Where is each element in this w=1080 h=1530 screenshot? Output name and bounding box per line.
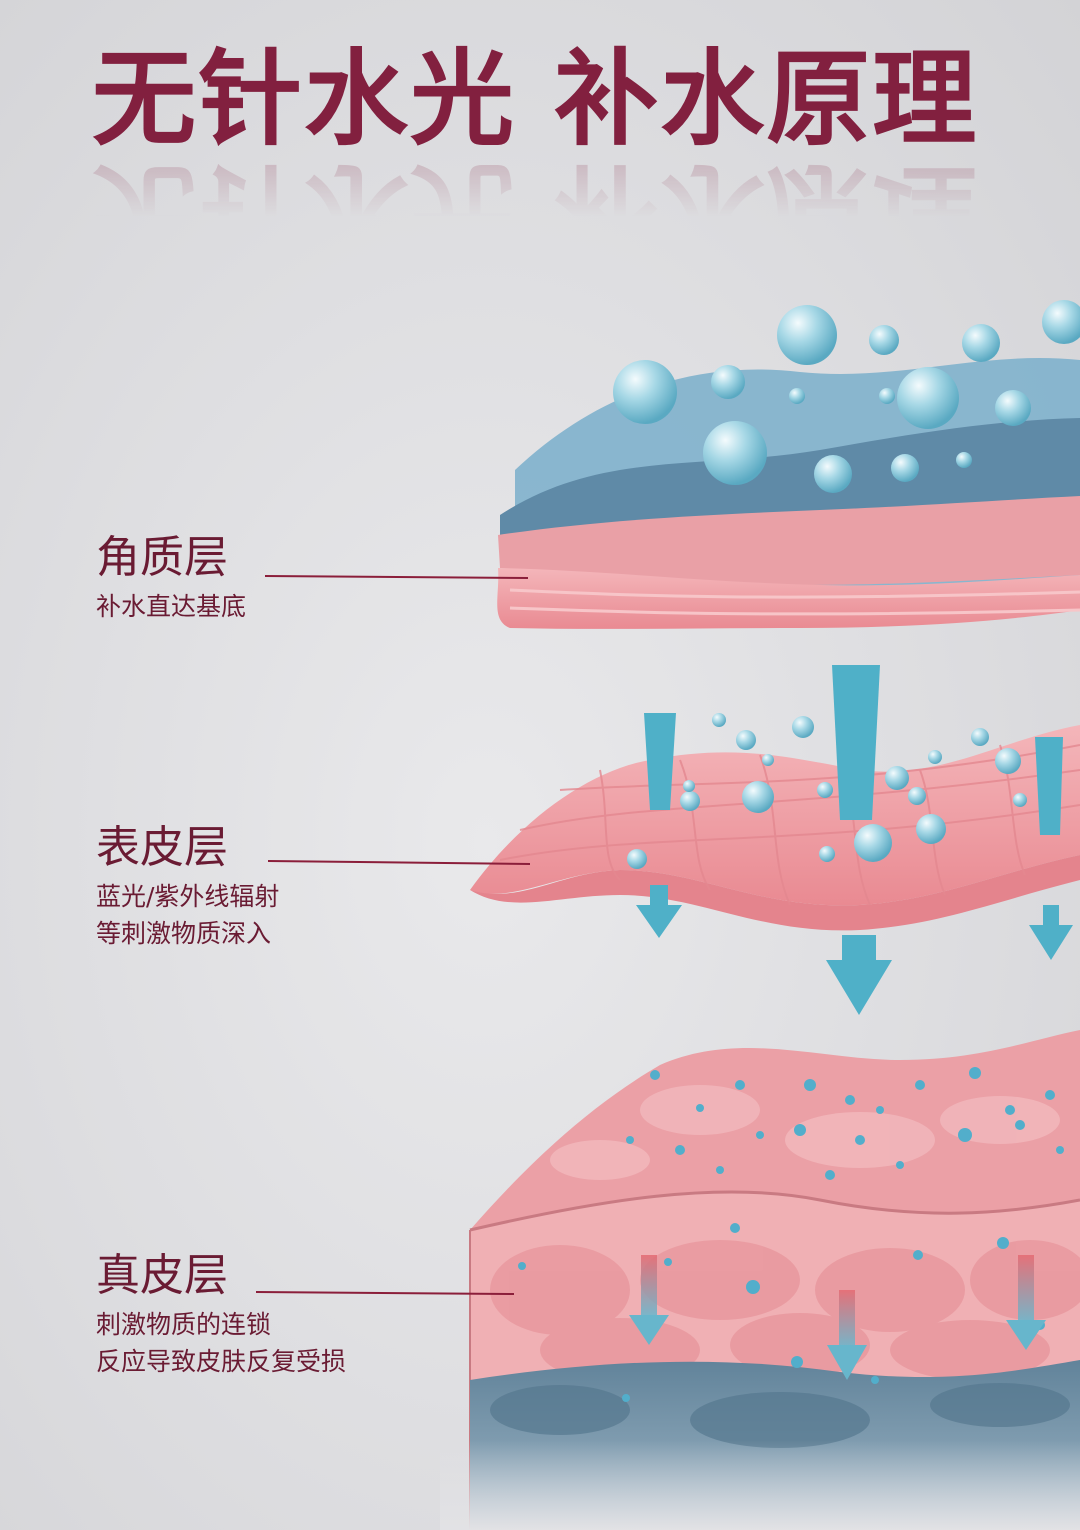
layer-desc-line: 刺激物质的连锁	[96, 1306, 346, 1343]
label-stratum-corneum: 角质层 补水直达基底	[96, 532, 246, 625]
label-epidermis: 表皮层 蓝光/紫外线辐射 等刺激物质深入	[96, 822, 279, 952]
layer-desc-line: 反应导致皮肤反复受损	[96, 1343, 346, 1380]
pointer-line-corneum	[265, 576, 528, 578]
stratum-corneum-graphic	[497, 358, 1080, 629]
page-title: 无针水光 补水原理 无针水光 补水原理	[92, 40, 992, 158]
title-text: 无针水光 补水原理	[92, 37, 978, 160]
layer-desc: 刺激物质的连锁 反应导致皮肤反复受损	[96, 1306, 346, 1380]
pointer-line-epidermis	[268, 861, 530, 864]
label-dermis: 真皮层 刺激物质的连锁 反应导致皮肤反复受损	[96, 1250, 346, 1380]
layer-name: 表皮层	[96, 822, 279, 874]
layer-desc-line: 等刺激物质深入	[96, 915, 279, 952]
layer-desc: 蓝光/紫外线辐射 等刺激物质深入	[96, 878, 279, 952]
layer-name: 真皮层	[96, 1250, 346, 1302]
epidermis-graphic	[470, 725, 1080, 930]
layer-desc: 补水直达基底	[96, 588, 246, 625]
layer-name: 角质层	[96, 532, 246, 584]
title-reflection: 无针水光 补水原理	[92, 152, 978, 270]
layer-desc-line: 蓝光/紫外线辐射	[96, 878, 279, 915]
dermis-graphic	[440, 1030, 1080, 1530]
pointer-lines	[256, 576, 530, 1294]
